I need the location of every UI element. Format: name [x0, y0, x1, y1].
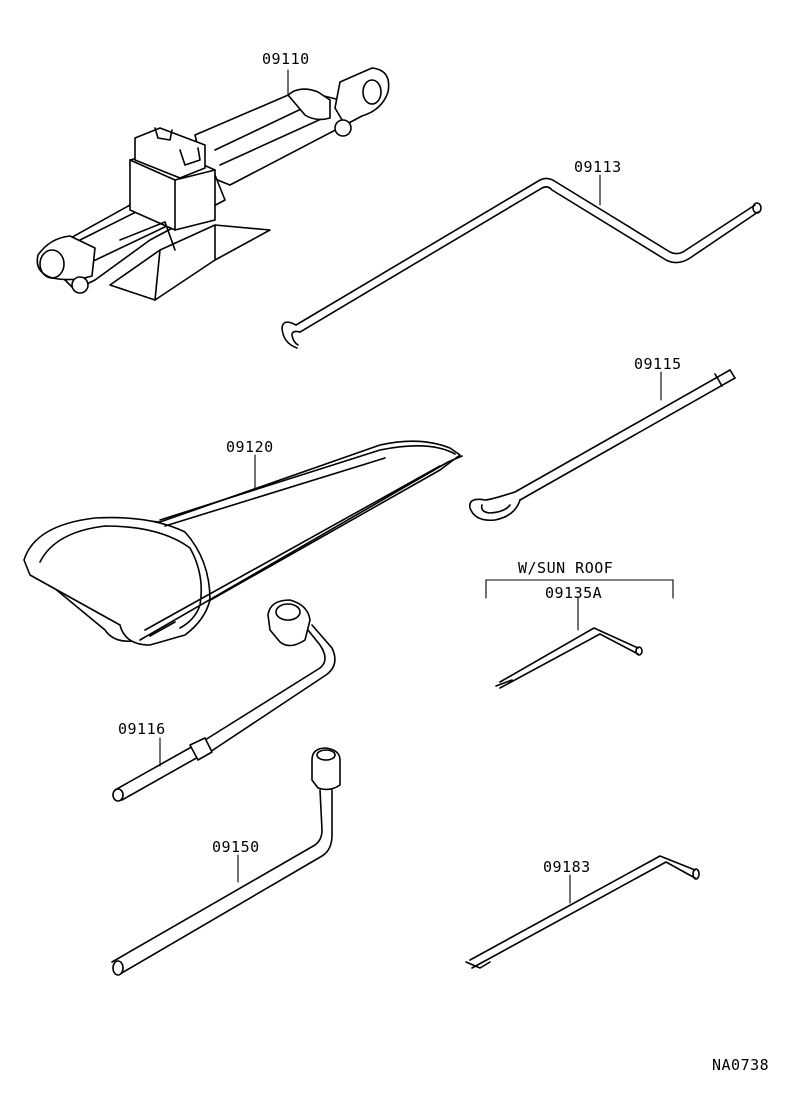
- sunroof-group-title: W/SUN ROOF: [518, 559, 614, 577]
- jack-handle-extension-icon: [468, 369, 736, 522]
- scissor-jack-icon: [36, 67, 390, 301]
- part-number-09116: 09116: [118, 720, 166, 738]
- reference-code: NA0738: [712, 1056, 770, 1074]
- part-number-09135a: 09135A: [545, 584, 603, 602]
- pry-bar-icon: [465, 855, 700, 969]
- jack-handle-rod-icon: [281, 177, 762, 349]
- part-number-09113: 09113: [574, 158, 622, 176]
- part-number-09183: 09183: [543, 858, 591, 876]
- sunroof-group-bracket: [485, 579, 674, 599]
- wheel-nut-wrench-icon: [111, 747, 341, 976]
- handle-extension-icon: [112, 599, 336, 802]
- part-number-09120: 09120: [226, 438, 274, 456]
- part-number-09150: 09150: [212, 838, 260, 856]
- part-number-09110: 09110: [262, 50, 310, 68]
- part-number-09115: 09115: [634, 355, 682, 373]
- sunroof-wrench-icon: [495, 627, 643, 689]
- tool-bag-icon: [23, 440, 463, 646]
